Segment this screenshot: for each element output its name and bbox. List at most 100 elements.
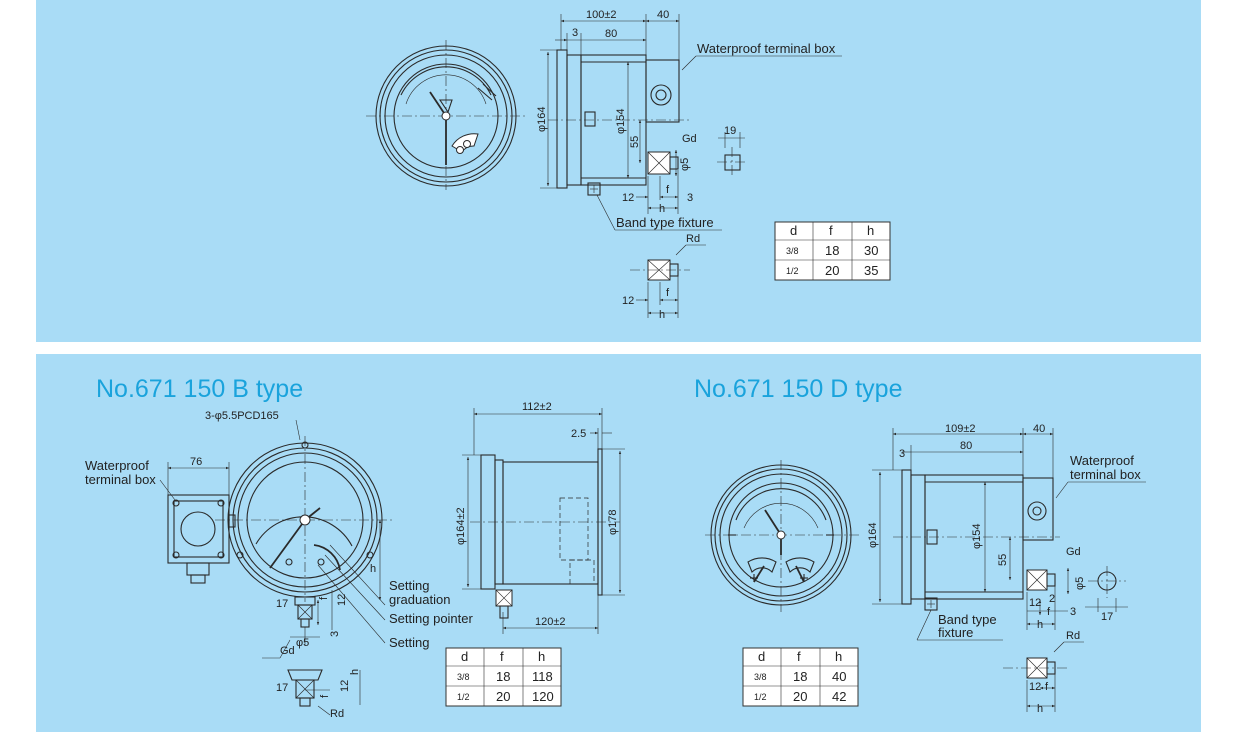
top-dim-80: 80 [605,28,617,40]
b-table-cell-d2: 1/2 [457,692,470,702]
top-dim-12: 12 [622,192,634,204]
top-dim-164: φ164 [536,107,548,133]
top-diagram-panel [36,0,1201,342]
d-table-cell-d1: 3/8 [754,672,767,682]
b-dim-76: 76 [190,456,202,468]
d-waterproof-label-1: Waterproof [1070,453,1134,468]
top-dim-fb: f [666,287,670,299]
d-dim-17: 17 [1101,611,1113,623]
top-gauge-side-view [548,49,748,281]
d-dim-12: 12 [1029,597,1041,609]
top-dim-55: 55 [629,136,641,148]
b-dim-112: 112±2 [522,401,552,413]
top-dim-rd: Rd [686,233,700,245]
bottom-diagram-panel [36,354,1201,732]
d-dim-55: 55 [997,554,1009,566]
b-table-header-h: h [538,649,545,664]
top-dim-hb: h [659,309,665,321]
b-table-header-d: d [461,649,468,664]
b-table-cell-f2: 20 [496,689,510,704]
b-dim-17b: 17 [276,682,288,694]
b-dim-fb: f [319,694,331,698]
d-dim-gd: Gd [1066,546,1081,558]
top-dim-12b: 12 [622,295,634,307]
top-label-waterproof: Waterproof terminal box [697,41,836,56]
b-spec-table: d f h 3/8 18 118 1/2 20 120 [445,647,562,707]
d-table-header-f: f [797,649,801,664]
d-table-cell-h2: 42 [832,689,846,704]
b-dim-f: f [318,596,330,600]
top-table-cell-f2: 20 [825,263,839,278]
b-table-cell-h1: 118 [532,669,553,684]
b-dim-164: φ164±2 [455,507,467,545]
b-pcd-label: 3-φ5.5PCD165 [205,410,279,422]
top-table-cell-d2: 1/2 [786,266,799,276]
b-dim-hb: h [349,669,361,675]
d-type-front-view [705,460,860,612]
d-dim-109: 109±2 [945,423,976,435]
d-type-dimension-lines [872,428,1146,712]
d-dim-164: φ164 [867,523,879,549]
b-dim-120: 120±2 [535,616,566,628]
d-dim-12b: 12 [1029,681,1041,693]
b-setting-graduation-1: Setting [389,578,429,593]
d-dim-h: h [1037,619,1043,631]
d-spec-table: d f h 3/8 18 40 1/2 20 42 [742,647,859,707]
b-table-cell-f1: 18 [496,669,510,684]
b-setting-pointer: Setting pointer [389,611,474,626]
b-waterproof-label-1: Waterproof [85,458,149,473]
b-dim-178: φ178 [607,510,619,536]
b-dim-rd: Rd [330,708,344,720]
top-spec-table: d f h 3/8 18 30 1/2 20 35 [774,221,891,281]
top-gauge-front-view [366,40,528,190]
d-table-header-h: h [835,649,842,664]
d-table-cell-f1: 18 [793,669,807,684]
d-table-cell-h1: 40 [832,669,846,684]
d-type-title: No.671 150 D type [694,375,902,403]
b-dim-h: h [370,563,376,575]
d-dim-phi5: φ5 [1074,577,1086,590]
top-dim-40: 40 [657,9,669,21]
d-dim-3: 3 [899,448,905,460]
d-dim-80: 80 [960,440,972,452]
top-dim-3: 3 [572,27,578,39]
d-table-cell-d2: 1/2 [754,692,767,702]
b-type-front-view [167,436,395,707]
top-dim-f: f [666,184,670,196]
d-band-label-2: fixture [938,625,973,640]
b-type-dimension-lines [159,408,625,716]
b-dim-3: 3 [329,631,341,637]
d-dim-2: 2 [1049,593,1055,605]
top-table-header-d: d [790,223,797,238]
d-band-label-1: Band type [938,612,997,627]
top-dim-19: 19 [724,125,736,137]
d-dim-hb: h [1037,703,1043,715]
d-dim-rd: Rd [1066,630,1080,642]
d-table-header-d: d [758,649,765,664]
top-table-header-h: h [867,223,874,238]
top-table-cell-h2: 35 [864,263,878,278]
b-table-cell-d1: 3/8 [457,672,470,682]
b-dim-12b: 12 [339,680,351,692]
b-dim-2-5: 2.5 [571,428,586,440]
d-dim-fb: f [1045,681,1049,693]
top-table-cell-f1: 18 [825,243,839,258]
b-type-side-view [470,448,620,619]
b-waterproof-label-2: terminal box [85,472,156,487]
b-dim-phi5: φ5 [296,637,309,649]
b-dim-12: 12 [336,594,348,606]
top-label-band: Band type fixture [616,215,714,230]
d-table-cell-f2: 20 [793,689,807,704]
b-table-header-f: f [500,649,504,664]
d-dim-3b: 3 [1070,606,1076,618]
b-setting: Setting [389,635,429,650]
b-dim-17: 17 [276,598,288,610]
b-dim-gd: Gd [280,645,295,657]
d-type-side-view [893,469,1126,679]
b-setting-graduation-2: graduation [389,592,450,607]
top-table-cell-h1: 30 [864,243,878,258]
d-dim-40: 40 [1033,423,1045,435]
top-dim-gd: Gd [682,133,697,145]
d-dim-154: φ154 [971,524,983,550]
